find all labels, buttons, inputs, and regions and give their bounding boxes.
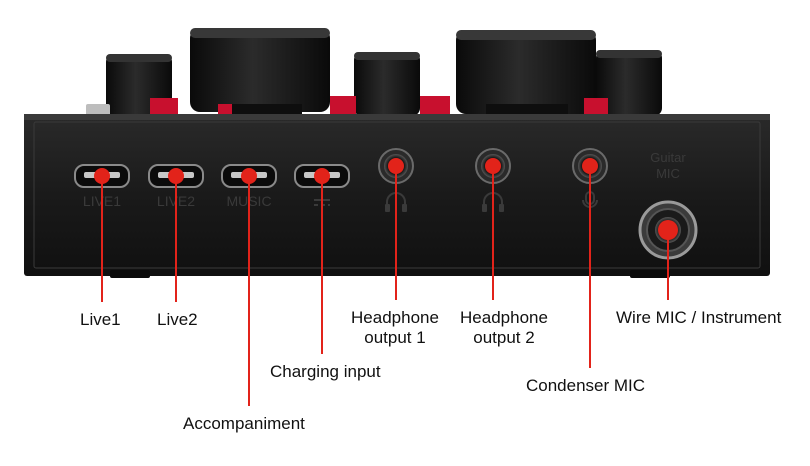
leader-dot [388,158,404,174]
label-headphone-output-2: Headphone output 2 [460,308,548,347]
label-live1: Live1 [80,310,121,329]
leader-dot [241,168,257,184]
panel-marking: Guitar [650,150,686,165]
leader-charging [314,168,330,354]
leader-condenser [582,158,598,368]
knob-base-red [150,98,178,118]
foot-right [630,270,670,278]
leader-dot [168,168,184,184]
leader-hp1 [388,158,404,300]
label-live2: Live2 [157,310,198,329]
leader-dot [485,158,501,174]
leader-hp2 [485,158,501,300]
label-condenser-mic: Condenser MIC [526,376,646,395]
ports-layer: LIVE1LIVE2MUSICGuitarMIC [74,148,698,260]
panel-marking: MIC [656,166,680,181]
leader-live1 [94,168,110,302]
leader-dot [658,220,678,240]
label-headphone-output-1: Headphone output 1 [351,308,439,347]
leader-accompaniment [241,168,257,406]
leader-live2 [168,168,184,302]
leader-dot [582,158,598,174]
leader-wiremic [658,220,678,300]
knob-small-right[interactable] [596,50,662,116]
knob-small-middle[interactable] [354,52,420,116]
leader-dot [94,168,110,184]
knob-large-1[interactable] [190,28,330,112]
label-accompaniment: Accompaniment [183,414,305,433]
leader-dot [314,168,330,184]
knobs [86,28,662,120]
label-wire-mic-instrument: Wire MIC / Instrument [616,308,782,327]
foot-left [110,270,150,278]
leaders-layer [94,158,678,406]
label-charging-input: Charging input [270,362,381,381]
knob-large-2[interactable] [456,30,596,114]
